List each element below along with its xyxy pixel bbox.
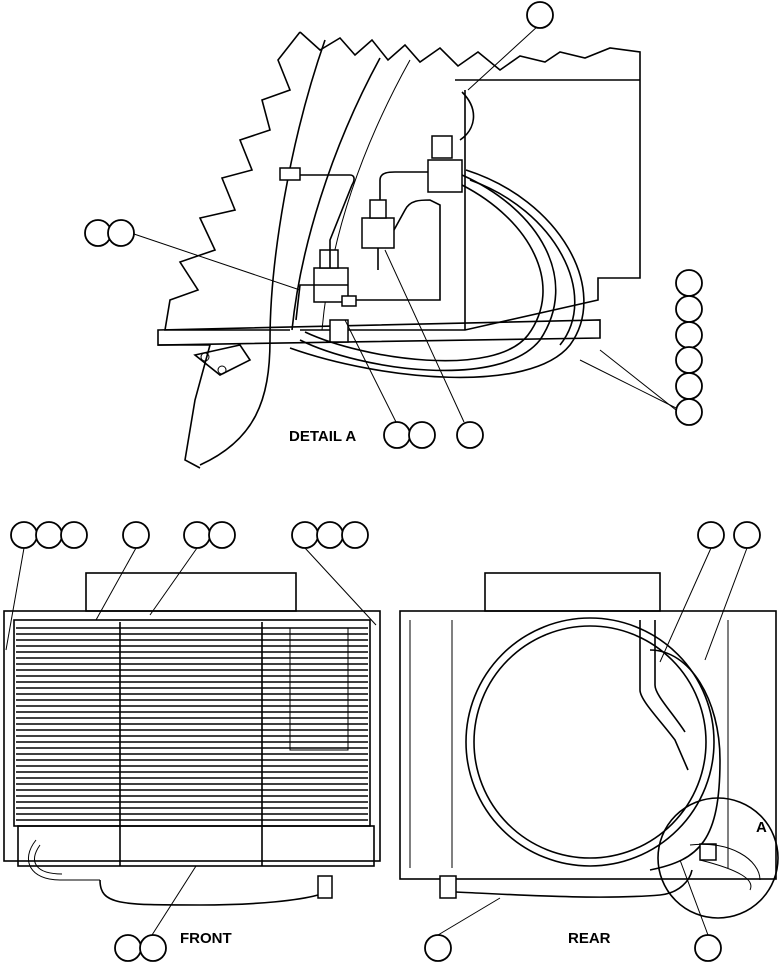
callout-bubble [208,521,236,549]
rear-fan-shroud-inner [473,625,707,859]
mount-bracket-left [158,344,212,469]
leader-right-2 [599,349,677,411]
callout-bubble [84,219,112,247]
front-view: FRONT [3,521,381,962]
fitting-b [329,319,349,343]
mount-link [193,344,252,376]
detail-a-label: DETAIL A [289,428,356,445]
callout-bubble [291,521,319,549]
callout-bubble [526,1,554,29]
callout-bubble [139,934,167,962]
solenoid-upper [431,135,453,159]
callout-bubble [675,321,703,349]
leader-front-1 [5,547,25,651]
front-connector [317,875,333,899]
rear-top-tank [484,572,661,612]
link-pin-1 [200,352,210,362]
detail-a-frame-outline [164,31,641,331]
leader-bottom-1 [344,319,397,423]
valve-block-upper [427,159,463,193]
valve-block-middle [361,217,395,249]
detail-a-reference-circle [657,797,779,919]
leader-front-5 [151,865,197,936]
shroud-curve [199,39,326,466]
tube-1 [300,174,355,268]
hose-large-1 [299,174,557,372]
leader-rear-1 [659,547,712,663]
rear-frame-edges [409,620,729,868]
callout-bubble [675,295,703,323]
callout-bubble [675,269,703,297]
link-pin-2 [217,365,227,375]
valve-housing-right [455,79,640,330]
fitting-c [341,295,357,307]
detail-a-mini-valve [699,843,717,861]
callout-bubble [60,521,88,549]
solenoid-lower [319,249,339,269]
hose-large-2-b [469,179,576,346]
rear-fan-shroud-ring [465,617,715,867]
callout-bubble [675,346,703,374]
front-view-label: FRONT [180,930,232,947]
rear-hose-down [639,620,689,771]
tube-3 [355,199,441,301]
front-top-tank [85,572,297,612]
callout-bubble [694,934,722,962]
front-radiator-frame [3,610,381,862]
leader-right-1 [579,359,677,409]
rear-hose-right [649,649,721,871]
front-bottom-tank [17,825,375,867]
leader-top-right [467,25,539,91]
rear-connector [439,875,457,899]
callout-bubble [424,934,452,962]
callout-bubble [697,521,725,549]
tube-5 [295,284,348,321]
callout-bubble [316,521,344,549]
callout-bubble [341,521,369,549]
rear-view-label: REAR [568,930,611,947]
callout-bubble [408,421,436,449]
front-guard-panel [289,627,349,751]
rear-view: A REAR [399,521,779,962]
hose-large-2 [289,169,585,379]
tube-2 [379,171,428,200]
fitting-a [279,167,301,181]
detail-a-mini-hoses [689,843,761,891]
front-core [13,619,371,827]
callout-bubble [122,521,150,549]
detail-a-view: DETAIL A [84,1,703,469]
leader-front-4 [304,547,377,626]
hose-large-1-b [304,184,544,362]
rear-radiator-frame [399,610,777,880]
leader-front-3 [149,547,198,616]
mount-rail [157,319,601,346]
leader-bottom-2 [384,249,465,423]
rear-harness [455,869,693,898]
callout-bubble [35,521,63,549]
tube-6 [459,91,475,141]
shroud-curve-inner [291,57,381,331]
front-wires-left [27,839,100,881]
front-core-fins [16,627,368,821]
callout-bubble [456,421,484,449]
leader-rear-3 [679,859,709,936]
front-harness [99,879,319,906]
leader-left [130,232,301,291]
callout-bubble [675,398,703,426]
detail-a-ref-label: A [756,819,767,836]
callout-bubble [733,521,761,549]
callout-bubble [383,421,411,449]
callout-bubble [10,521,38,549]
leader-front-2 [95,547,137,621]
callout-bubble [183,521,211,549]
solenoid-middle [369,199,387,219]
leader-rear-2 [704,547,748,661]
callout-bubble [114,934,142,962]
leader-rear-4 [437,897,501,936]
callout-bubble [675,372,703,400]
callout-bubble [107,219,135,247]
